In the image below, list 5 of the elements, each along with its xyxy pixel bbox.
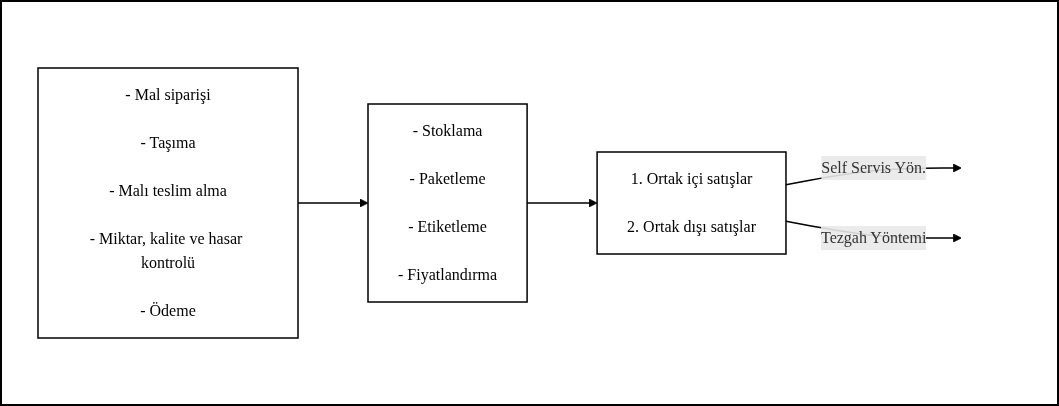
node-box: - Mal siparişi - Taşıma - Malı teslim alma - Miktar, kalite ve hasar kontrolü - Ödeme xyxy=(37,67,299,339)
node-box: - Stoklama - Paketleme - Etiketleme - Fiyatlandırma xyxy=(367,103,528,303)
edge-label: Tezgah Yöntemi xyxy=(820,229,927,246)
node-box: 1. Ortak içi satışlar 2. Ortak dışı satışlar xyxy=(596,151,787,255)
edge-label: Self Servis Yön. xyxy=(821,159,926,176)
